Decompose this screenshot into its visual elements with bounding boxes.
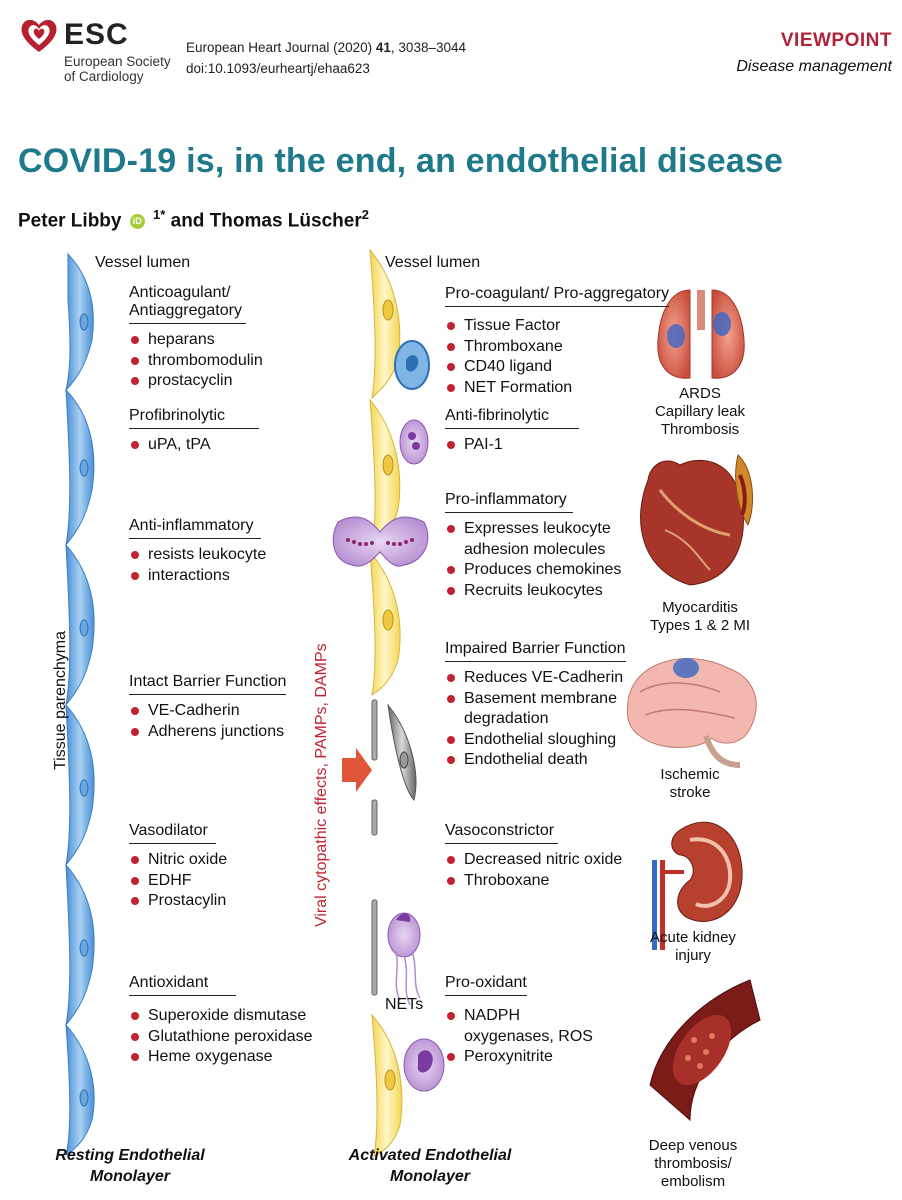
nets-label: NETs	[385, 996, 424, 1013]
list-item: Heme oxygenase	[129, 1047, 313, 1068]
list-item: Endothelial sloughing	[445, 730, 626, 751]
list-item: VE-Cadherin	[129, 701, 286, 722]
logo-line-1: European Society	[64, 54, 171, 69]
list-item: heparans	[129, 330, 263, 351]
heart-icon	[640, 454, 754, 586]
list-item: Prostacylin	[129, 891, 227, 912]
author-2[interactable]: and Thomas Lüscher	[170, 210, 362, 232]
right-group-prooxidant: Pro-oxidant NADPH oxygenases, ROS Peroxy…	[445, 974, 593, 1068]
list-item: Produces chemokines	[445, 560, 621, 581]
journal-pages: , 3038–3044	[390, 40, 466, 55]
list-item: NADPH	[445, 1006, 593, 1027]
list-item: uPA, tPA	[129, 435, 259, 456]
brain-icon	[626, 658, 757, 768]
group-heading: Intact Barrier Function	[129, 673, 287, 695]
group-heading: Pro-oxidant	[445, 974, 527, 996]
lungs-icon	[657, 289, 745, 379]
left-vessel-lumen-label: Vessel lumen	[95, 254, 191, 271]
right-group-proinflammatory: Pro-inflammatory Expresses leukocyte adh…	[445, 491, 621, 601]
group-heading: Vasodilator	[129, 822, 216, 844]
list-item: Peroxynitrite	[445, 1047, 593, 1068]
author-1[interactable]: Peter Libby	[18, 210, 122, 232]
figure-graphics	[65, 248, 761, 1157]
list-item: Thromboxane	[445, 337, 669, 358]
kidney-icon	[652, 821, 743, 950]
right-group-procoagulant: Pro-coagulant/ Pro-aggregatory Tissue Fa…	[445, 285, 670, 399]
list-item: Tissue Factor	[445, 316, 669, 337]
group-heading: Vasoconstrictor	[445, 822, 559, 844]
right-vessel-lumen-label: Vessel lumen	[385, 254, 481, 271]
list-item: Basement membrane	[445, 689, 626, 710]
list-item: Recruits leukocytes	[445, 581, 621, 602]
left-group-antioxidant: Antioxidant Superoxide dismutase Glutath…	[129, 974, 313, 1068]
logo-abbreviation: ESC	[64, 18, 129, 51]
journal-name: European Heart Journal (2020)	[186, 40, 373, 55]
activation-arrow-icon	[342, 748, 372, 792]
esc-heart-logo-icon	[21, 19, 57, 52]
list-item: CD40 ligand	[445, 357, 669, 378]
list-item: Adherens junctions	[129, 722, 286, 743]
right-group-impaired-barrier: Impaired Barrier Function Reduces VE-Cad…	[445, 640, 626, 771]
group-heading: Pro-inflammatory	[445, 491, 573, 513]
group-heading: Impaired Barrier Function	[445, 640, 626, 662]
group-heading: Antiaggregatory	[129, 302, 246, 324]
list-item: Glutathione peroxidase	[129, 1027, 313, 1048]
orcid-icon[interactable]: iD	[129, 213, 145, 229]
left-group-profibrinolytic: Profibrinolytic uPA, tPA	[129, 407, 260, 456]
group-heading: Anticoagulant/	[129, 284, 231, 301]
journal-doi[interactable]: doi:10.1093/eurheartj/ehaa623	[186, 61, 370, 76]
logo-name: European Society of Cardiology	[64, 54, 171, 84]
list-item: adhesion molecules	[464, 540, 606, 558]
article-title: COVID-19 is, in the end, an endothelial …	[18, 142, 784, 180]
resting-monolayer	[65, 252, 95, 1157]
list-item: prostacyclin	[129, 371, 263, 392]
list-item: Decreased nitric oxide	[445, 850, 622, 871]
subsection-label: Disease management	[736, 58, 892, 75]
list-item: Expresses leukocyte	[445, 519, 621, 540]
group-heading: Pro-coagulant/ Pro-aggregatory	[445, 285, 670, 307]
list-item: Reduces VE-Cadherin	[445, 668, 626, 689]
tissue-parenchyma-label: Tissue parenchyma	[52, 630, 69, 770]
vein-thrombus-icon	[649, 979, 761, 1122]
viral-effects-label: Viral cytopathic effects, PAMPs, DAMPs	[313, 643, 330, 927]
list-item: EDHF	[129, 871, 227, 892]
group-heading: Anti-fibrinolytic	[445, 407, 580, 429]
left-group-vasodilator: Vasodilator Nitric oxide EDHF Prostacyli…	[129, 822, 227, 912]
left-group-anti-inflammatory: Anti-inflammatory resists leukocyte inte…	[129, 517, 266, 586]
list-item: NET Formation	[445, 378, 669, 399]
group-heading: Profibrinolytic	[129, 407, 260, 429]
list-item: interactions	[129, 566, 266, 587]
logo-line-2: of Cardiology	[64, 69, 144, 84]
author-2-affiliation: 2	[361, 207, 369, 222]
right-group-antifibrinolytic: Anti-fibrinolytic PAI-1	[445, 407, 580, 456]
list-item: thrombomodulin	[129, 351, 263, 372]
group-heading: Antioxidant	[129, 974, 237, 996]
left-group-barrier: Intact Barrier Function VE-Cadherin Adhe…	[129, 673, 287, 743]
list-item: PAI-1	[445, 435, 579, 456]
list-item: oxygenases, ROS	[464, 1027, 593, 1045]
right-group-vasoconstrictor: Vasoconstrictor Decreased nitric oxide T…	[445, 822, 622, 891]
journal-volume: 41	[375, 40, 391, 55]
list-item: Superoxide dismutase	[129, 1006, 313, 1027]
list-item: Endothelial death	[445, 750, 626, 771]
list-item: resists leukocyte	[129, 545, 266, 566]
journal-citation: European Heart Journal (2020) 41, 3038–3…	[186, 37, 466, 79]
list-item: Throboxane	[445, 871, 622, 892]
left-group-anticoagulant: Anticoagulant/ Antiaggregatory heparans …	[129, 284, 263, 392]
activated-monolayer	[332, 248, 445, 1157]
group-heading: Anti-inflammatory	[129, 517, 262, 539]
list-item: Nitric oxide	[129, 850, 227, 871]
author-1-affiliation: 1*	[153, 207, 166, 222]
section-label: VIEWPOINT	[780, 30, 892, 51]
list-item: degradation	[464, 710, 549, 727]
author-line: Peter Libby iD 1* and Thomas Lüscher2	[18, 207, 369, 232]
